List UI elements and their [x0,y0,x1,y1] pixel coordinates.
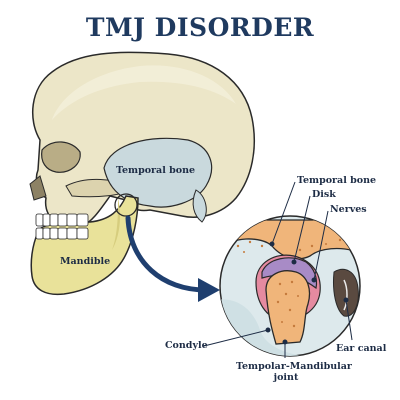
cranium-highlight [52,65,236,120]
mandible [30,195,139,296]
leader-nerves [313,210,329,281]
label-disk: Disk [312,189,336,200]
nasal-cavity [29,175,47,201]
ear-canal-shape [333,268,359,317]
joint-detail-view [219,215,361,357]
lower-tooth [57,227,68,240]
bone-texture [236,238,342,253]
lower-tooth [35,227,44,240]
soft-tissue [220,299,360,356]
mandible-shadow [112,198,120,250]
label-joint-line1: Tempolar-Mandibular [236,361,352,372]
label-joint-line2: joint [273,372,299,383]
lower-tooth [66,227,78,240]
leader-dot [265,327,271,333]
upper-tooth [49,213,59,227]
label-temporal-bone-skull: Temporal bone [116,165,196,176]
leader-dot [282,339,288,345]
condyle-shape [265,270,311,345]
label-nerves: Nerves [330,204,367,215]
leader-lines [203,181,353,358]
joint-highlight-circle [114,193,138,217]
upper-tooth [66,213,78,227]
zoom-arrow [125,215,209,293]
skull [29,51,255,227]
label-mandible: Mandible [60,256,111,267]
label-temporal-bone-detail: Temporal bone [297,175,377,186]
diagram-title: TMJ DISORDER [85,13,315,42]
leader-temporal-bone [271,181,296,245]
lower-tooth [49,227,59,240]
leader-dot [269,241,275,247]
leader-dot [343,297,349,303]
teeth [35,213,89,240]
zoom-arrow-head [198,278,220,302]
eye-orbit [41,141,81,173]
leader-ear-canal [345,299,353,341]
label-joint: Tempolar-Mandibular joint [236,361,352,383]
mastoid-process [192,189,207,223]
label-ear-canal: Ear canal [336,343,387,354]
condyle-texture [276,280,299,328]
mandible-shape [30,195,139,296]
upper-tooth [42,213,51,227]
upper-tooth [57,213,68,227]
lower-tooth [42,227,51,240]
leader-dot [291,259,297,265]
label-condyle: Condyle [165,340,208,351]
leader-condyle [203,329,269,347]
ear-canal-highlight [343,279,348,311]
lower-tooth [76,227,89,240]
leader-dot [311,277,317,283]
upper-tooth [35,213,44,227]
upper-tooth [76,213,89,227]
leader-disk [293,195,311,263]
